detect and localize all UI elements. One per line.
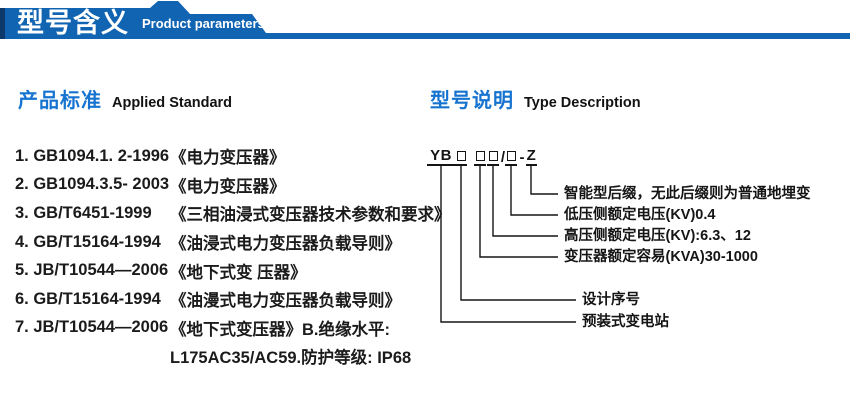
standards-heading-en: Applied Standard: [112, 95, 233, 111]
standard-item: 7. JB/T10544—2006 《地下式变压器》B.绝缘水平:: [15, 314, 445, 343]
page-subtitle: Product parameters: [142, 16, 265, 31]
standard-code: 3. GB/T6451-1999: [15, 203, 152, 222]
model-code-dash-text: -: [519, 149, 525, 166]
standard-code: 4. GB/T15164-1994: [15, 232, 161, 251]
model-code-prefix-text: YB: [430, 147, 452, 164]
model-code-suffix-text: Z: [526, 147, 537, 164]
standards-heading-zh: 产品标准: [18, 90, 102, 112]
standard-code: 6. GB/T15164-1994: [15, 289, 161, 308]
standard-item: 1. GB1094.1. 2-1996 《电力变压器》: [15, 142, 445, 171]
standard-title: 《电力变压器》: [170, 177, 286, 196]
connector-lv: [510, 166, 558, 216]
standard-item: 4. GB/T15164-1994 《油浸式电力变压器负载导则》: [15, 228, 445, 257]
standards-heading: 产品标准 Applied Standard: [18, 84, 233, 112]
type-description-heading: 型号说明 Type Description: [430, 84, 641, 112]
diagram-label-smart-suffix: 智能型后缀，无此后缀则为普通地埋变: [564, 186, 811, 202]
header-ribbon: [0, 1, 850, 39]
standard-code: 1. GB1094.1. 2-1996: [15, 146, 170, 165]
standard-title: 《油浸式电力变压器负载导则》: [170, 235, 401, 254]
model-code-box-design: [455, 146, 467, 166]
standard-item: 3. GB/T6451-1999 《三相油浸式变压器技术参数和要求》: [15, 199, 451, 228]
connector-design: [460, 166, 576, 301]
standard-code: 7. JB/T10544—2006: [15, 318, 169, 337]
placeholder-box-icon: [475, 151, 485, 161]
type-description-heading-en: Type Description: [524, 95, 641, 111]
connector-hv: [492, 166, 558, 237]
standard-item: 5. JB/T10544—2006 《地下式变 压器》: [15, 256, 445, 285]
standard-title: 《电力变压器》: [170, 149, 286, 168]
model-code-box-lv: [505, 146, 517, 166]
standard-code: 5. JB/T10544—2006: [15, 261, 169, 280]
diagram-label-substation: 预装式变电站: [582, 314, 669, 330]
diagram-label-capacity: 变压器额定容易(KVA)30-1000: [564, 249, 758, 265]
connector-suffix: [530, 166, 558, 195]
header-ribbon-shape: [0, 1, 850, 39]
model-code-slash: /: [499, 146, 507, 166]
standard-title: 《三相油浸式变压器技术参数和要求》: [170, 206, 451, 225]
placeholder-box-icon: [456, 151, 466, 161]
connector-capacity: [479, 166, 558, 258]
diagram-label-design-no: 设计序号: [582, 292, 640, 308]
standard-title: 《地下式变 压器》: [170, 263, 307, 282]
page-title: 型号含义: [17, 8, 129, 38]
standard-item-continuation: L175AC35/AC59.防护等级: IP68: [15, 342, 445, 371]
diagram-label-lv-voltage: 低压侧额定电压(KV)0.4: [564, 207, 716, 223]
standard-title: 《地下式变压器》B.绝缘水平:: [170, 320, 390, 339]
model-code-suffix: Z: [526, 146, 537, 166]
model-code-prefix: YB: [427, 146, 455, 166]
placeholder-box-icon: [506, 151, 516, 161]
standard-item: 6. GB/T15164-1994 《油漫式电力变压器负载导则》: [15, 285, 445, 314]
standard-title-continuation: L175AC35/AC59.防护等级: IP68: [170, 349, 412, 368]
header-ribbon-navy-edge: [0, 8, 5, 39]
model-code-dash: -: [518, 146, 526, 166]
diagram-label-hv-voltage: 高压侧额定电压(KV):6.3、12: [564, 228, 751, 244]
standard-code: 2. GB1094.3.5- 2003: [15, 175, 170, 194]
standards-list: 1. GB1094.1. 2-1996 《电力变压器》 2. GB1094.3.…: [15, 142, 451, 371]
model-code-slash-text: /: [500, 149, 506, 166]
type-description-heading-zh: 型号说明: [430, 90, 514, 112]
standard-title: 《油漫式电力变压器负载导则》: [170, 292, 401, 311]
placeholder-box-icon: [488, 151, 498, 161]
standard-item: 2. GB1094.3.5- 2003 《电力变压器》: [15, 171, 445, 200]
model-code-box-capacity: [474, 146, 486, 166]
model-code-box-hv: [487, 146, 499, 166]
connector-prefix: [440, 166, 576, 323]
